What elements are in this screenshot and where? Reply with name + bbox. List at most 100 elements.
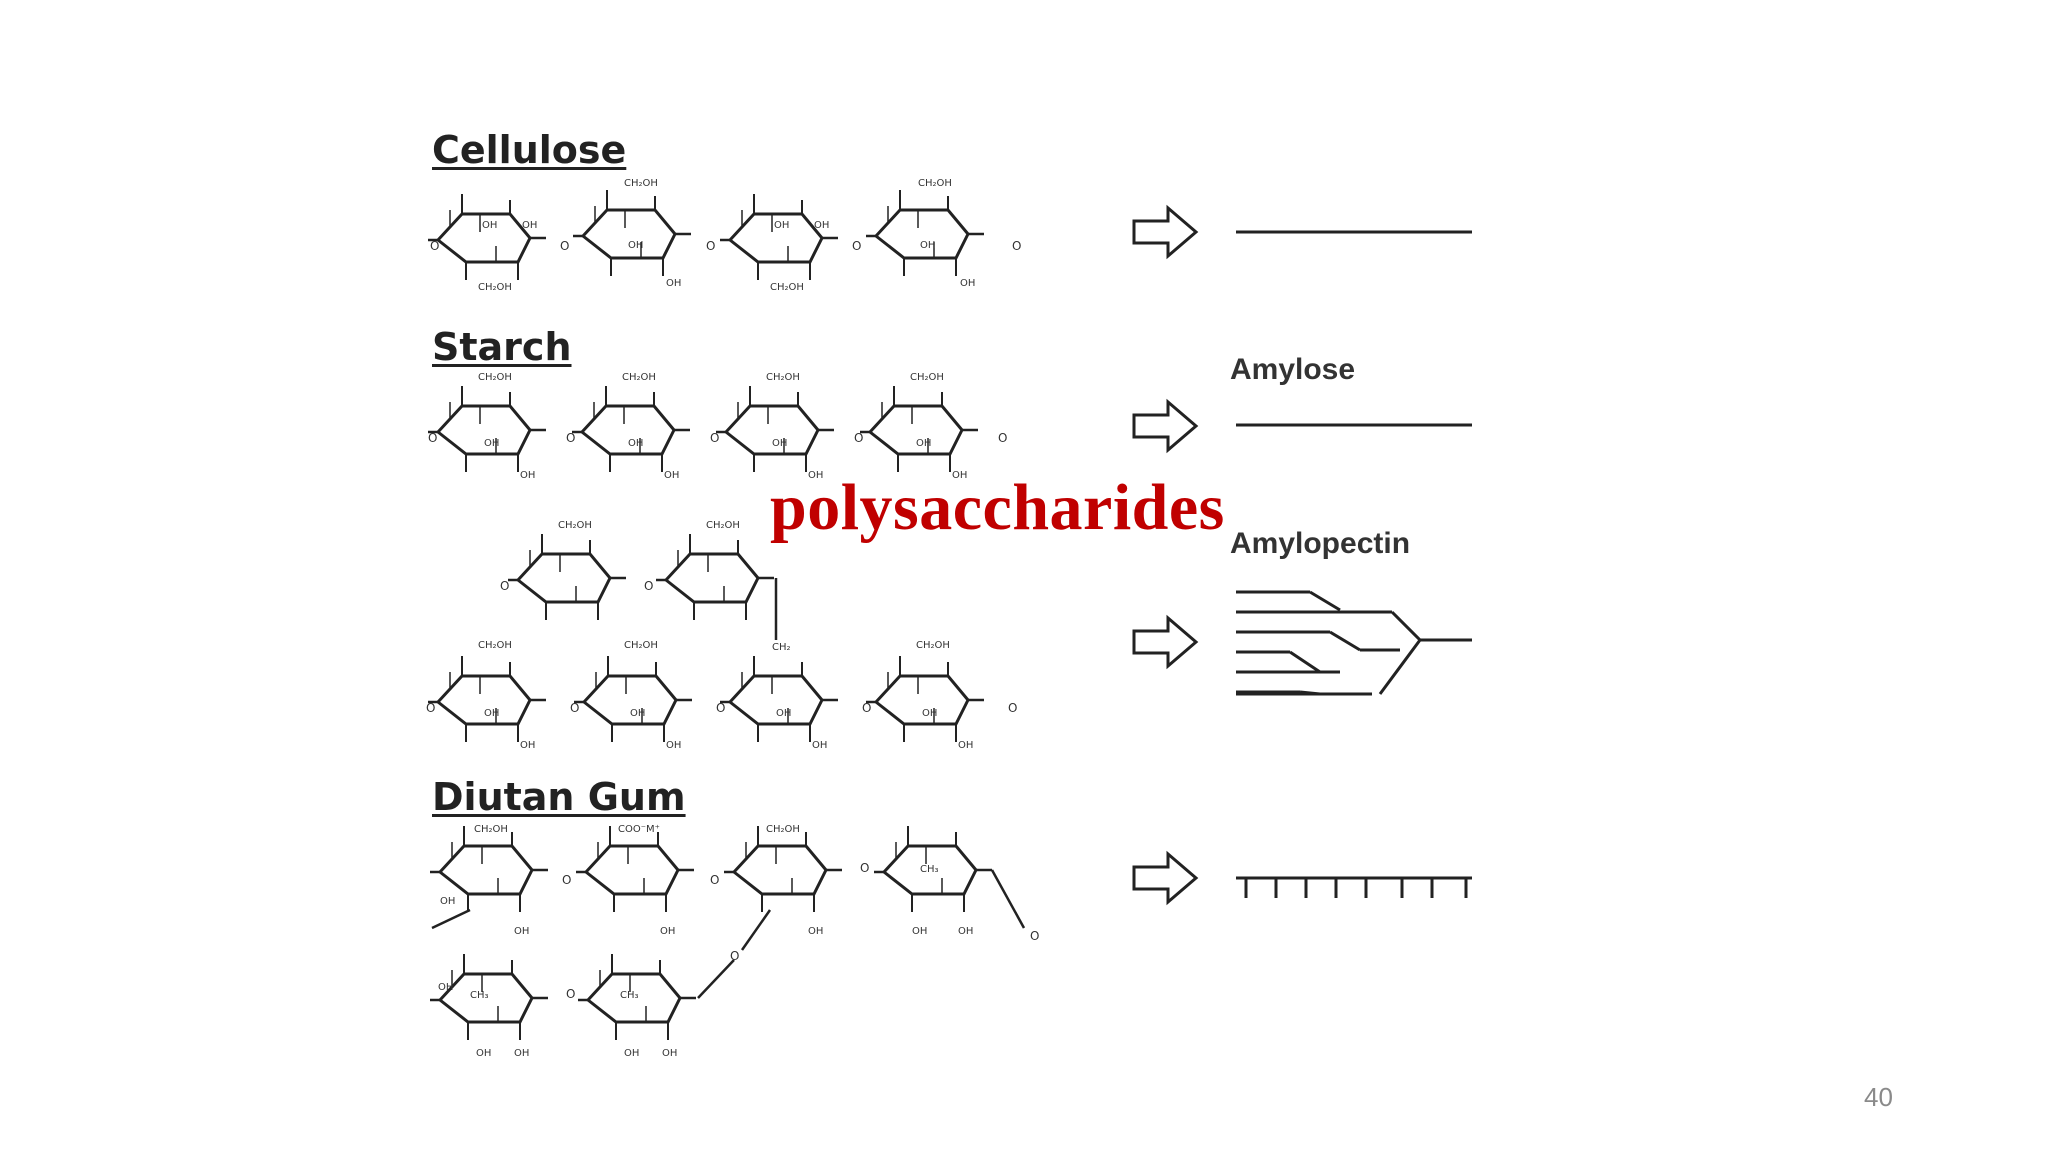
svg-text:O: O [852, 239, 861, 253]
svg-text:O: O [706, 239, 715, 253]
svg-text:OH: OH [922, 708, 937, 719]
svg-text:OH: OH [958, 740, 973, 751]
svg-text:O: O [716, 701, 725, 715]
amylose-ring-1 [426, 384, 548, 474]
svg-text:O: O [710, 431, 719, 445]
diutan-gum-chain: O O O O CH₂OH COO⁻M⁺ CH₂OH CH₃ OH OH OH … [428, 824, 1039, 1059]
svg-text:COO⁻M⁺: COO⁻M⁺ [618, 824, 660, 835]
svg-text:O: O [710, 873, 719, 887]
svg-text:CH₂OH: CH₂OH [474, 824, 508, 835]
starch-title: Starch [432, 325, 572, 369]
svg-text:OH: OH [628, 240, 643, 251]
cellulose-ring-1 [426, 192, 548, 282]
svg-text:OH: OH [520, 740, 535, 751]
svg-text:OH: OH [440, 896, 455, 907]
svg-text:O: O [426, 701, 435, 715]
svg-text:O: O [1030, 929, 1039, 943]
svg-text:OH: OH [912, 926, 927, 937]
svg-text:O: O [428, 431, 437, 445]
svg-text:CH₂OH: CH₂OH [766, 824, 800, 835]
svg-text:OH: OH [920, 240, 935, 251]
svg-text:CH₂OH: CH₂OH [918, 178, 952, 189]
svg-text:O: O [570, 701, 579, 715]
amylose-chain: O O O O O CH₂OH CH₂OH CH₂OH CH₂OH OH OH … [426, 372, 1007, 481]
svg-text:CH₃: CH₃ [470, 990, 489, 1001]
svg-text:OH: OH [666, 278, 681, 289]
svg-text:CH₂OH: CH₂OH [706, 520, 740, 531]
amylose-label: Amylose [1230, 353, 1356, 386]
svg-text:CH₃: CH₃ [920, 864, 939, 875]
svg-text:OH: OH [952, 470, 967, 481]
svg-text:OH: OH [438, 982, 453, 993]
svg-text:OH: OH [958, 926, 973, 937]
svg-text:O: O [1012, 239, 1021, 253]
svg-text:CH₂OH: CH₂OH [478, 372, 512, 383]
amylose-ring-4 [858, 384, 980, 474]
svg-text:CH₂: CH₂ [772, 642, 791, 653]
amylose-ring-3 [714, 384, 836, 474]
svg-text:OH: OH [664, 470, 679, 481]
diutan-arrow [1132, 852, 1198, 904]
cellulose-arrow [1132, 206, 1198, 258]
amylopectin-branched-schematic [1236, 590, 1472, 696]
cellulose-ring-3 [718, 192, 840, 282]
svg-text:OH: OH [522, 220, 537, 231]
slide-title: polysaccharides [770, 471, 1225, 544]
svg-text:O: O [500, 579, 509, 593]
svg-text:O: O [854, 431, 863, 445]
amylopectin-label: Amylopectin [1230, 527, 1411, 560]
diutan-ring-3 [722, 824, 844, 914]
amylose-arrow [1132, 400, 1198, 452]
svg-text:CH₂OH: CH₂OH [916, 640, 950, 651]
svg-text:O: O [430, 239, 439, 253]
svg-text:CH₂OH: CH₂OH [478, 282, 512, 293]
page-number: 40 [1864, 1082, 1893, 1112]
diutan-side-ring-1 [428, 952, 550, 1042]
svg-text:OH: OH [774, 220, 789, 231]
svg-text:OH: OH [808, 470, 823, 481]
diutan-comb-schematic [1236, 876, 1472, 898]
cellulose-title: Cellulose [432, 128, 627, 172]
svg-text:O: O [730, 949, 739, 963]
svg-text:OH: OH [514, 1048, 529, 1059]
svg-text:OH: OH [660, 926, 675, 937]
svg-text:O: O [998, 431, 1007, 445]
amylopectin-ring-4 [864, 654, 986, 744]
svg-text:OH: OH [484, 438, 499, 449]
amylopectin-ring-1 [426, 654, 548, 744]
svg-text:O: O [644, 579, 653, 593]
svg-text:OH: OH [808, 926, 823, 937]
svg-text:OH: OH [476, 1048, 491, 1059]
diutan-ring-2 [574, 824, 696, 914]
cellulose-ring-4 [864, 188, 986, 278]
svg-text:CH₂OH: CH₂OH [624, 640, 658, 651]
svg-text:CH₂OH: CH₂OH [622, 372, 656, 383]
svg-text:OH: OH [514, 926, 529, 937]
svg-text:OH: OH [960, 278, 975, 289]
amylopectin-ring-3 [718, 654, 840, 744]
svg-text:CH₂OH: CH₂OH [910, 372, 944, 383]
svg-text:OH: OH [772, 438, 787, 449]
svg-text:OH: OH [624, 1048, 639, 1059]
amylopectin-arrow [1132, 616, 1198, 668]
svg-text:OH: OH [484, 708, 499, 719]
svg-text:OH: OH [482, 220, 497, 231]
svg-text:OH: OH [630, 708, 645, 719]
svg-text:OH: OH [520, 470, 535, 481]
diutan-gum-title: Diutan Gum [432, 775, 686, 819]
svg-text:CH₂OH: CH₂OH [766, 372, 800, 383]
svg-text:O: O [562, 873, 571, 887]
svg-text:O: O [566, 987, 575, 1001]
amylopectin-chain: O O CH₂OH CH₂OH CH₂ O O O O O CH₂OH CH₂O… [426, 520, 1017, 751]
svg-text:CH₂OH: CH₂OH [558, 520, 592, 531]
amylopectin-branch-ring-2 [654, 532, 776, 622]
svg-text:OH: OH [916, 438, 931, 449]
svg-text:OH: OH [628, 438, 643, 449]
svg-text:CH₂OH: CH₂OH [770, 282, 804, 293]
svg-text:O: O [862, 701, 871, 715]
amylopectin-branch-ring-1 [506, 532, 628, 622]
svg-text:CH₃: CH₃ [620, 990, 639, 1001]
amylopectin-ring-2 [572, 654, 694, 744]
